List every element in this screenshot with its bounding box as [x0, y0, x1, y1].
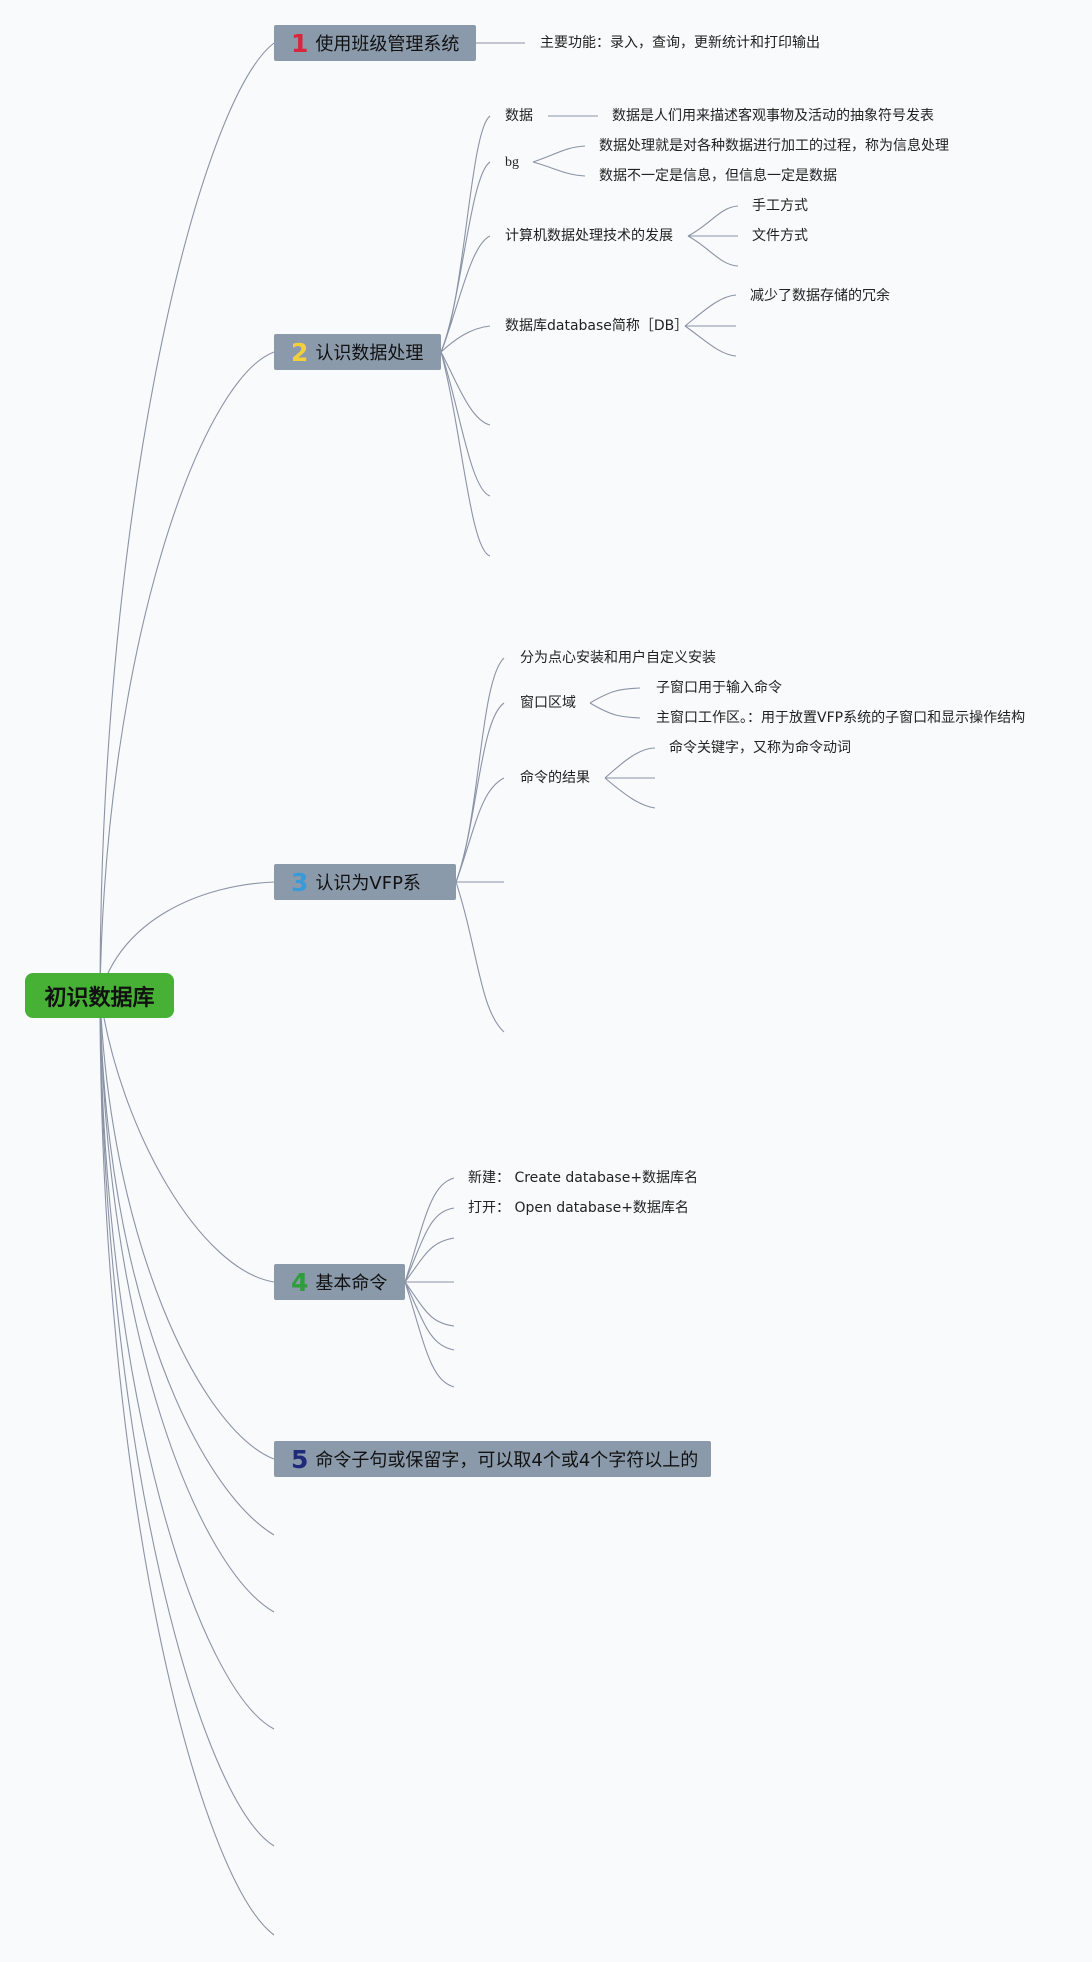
node-manual-method[interactable]: 手工方式	[752, 198, 808, 214]
root-topic[interactable]: 初识数据库	[25, 973, 174, 1018]
topic-command-clause[interactable]: 5 命令子句或保留字，可以取4个或4个字符以上的	[274, 1441, 711, 1477]
node-tech-development[interactable]: 计算机数据处理技术的发展	[505, 228, 673, 244]
node-data[interactable]: 数据	[505, 108, 533, 124]
node-open-database[interactable]: 打开： Open database+数据库名	[468, 1200, 689, 1216]
node-create-database[interactable]: 新建： Create database+数据库名	[468, 1170, 699, 1186]
topic-data-processing[interactable]: 2 认识数据处理	[274, 334, 441, 370]
topic-number: 3	[291, 867, 309, 897]
topic-number: 1	[291, 28, 309, 58]
topic-number: 2	[291, 337, 309, 367]
node-reduce-redundancy[interactable]: 减少了数据存储的冗余	[750, 288, 890, 304]
node-bg[interactable]: bg	[505, 153, 519, 172]
node-file-method[interactable]: 文件方式	[752, 228, 808, 244]
node-main-window[interactable]: 主窗口工作区。：用于放置VFP系统的子窗口和显示操作结构	[656, 710, 1026, 726]
node-window-area[interactable]: 窗口区域	[520, 695, 576, 711]
node-sub-window[interactable]: 子窗口用于输入命令	[656, 680, 782, 696]
node-install-types[interactable]: 分为点心安装和用户自定义安装	[520, 650, 716, 666]
topic-use-class-system[interactable]: 1 使用班级管理系统	[274, 25, 476, 61]
node-command-keyword[interactable]: 命令关键字，又称为命令动词	[669, 740, 851, 756]
node-data-definition[interactable]: 数据是人们用来描述客观事物及活动的抽象符号发表	[612, 108, 934, 124]
topic-label: 认识数据处理	[315, 343, 424, 364]
topic-label: 基本命令	[315, 1273, 388, 1294]
node-db-abbreviation[interactable]: 数据库database简称［DB］	[505, 318, 689, 334]
topic-label: 使用班级管理系统	[315, 34, 460, 55]
topic-basic-commands[interactable]: 4 基本命令	[274, 1264, 405, 1300]
node-bg-text: bg	[505, 155, 519, 170]
topic-number: 4	[291, 1267, 309, 1297]
node-main-function[interactable]: 主要功能：录入，查询，更新统计和打印输出	[540, 35, 820, 51]
topic-label: 命令子句或保留字，可以取4个或4个字符以上的	[315, 1450, 699, 1471]
node-data-not-info[interactable]: 数据不一定是信息，但信息一定是数据	[599, 168, 837, 184]
topic-label: 认识为VFP系	[315, 873, 421, 894]
topic-vfp-system[interactable]: 3 认识为VFP系	[274, 864, 456, 900]
node-command-result[interactable]: 命令的结果	[520, 770, 590, 786]
topic-number: 5	[291, 1444, 309, 1474]
node-processing-definition[interactable]: 数据处理就是对各种数据进行加工的过程，称为信息处理	[599, 138, 949, 154]
